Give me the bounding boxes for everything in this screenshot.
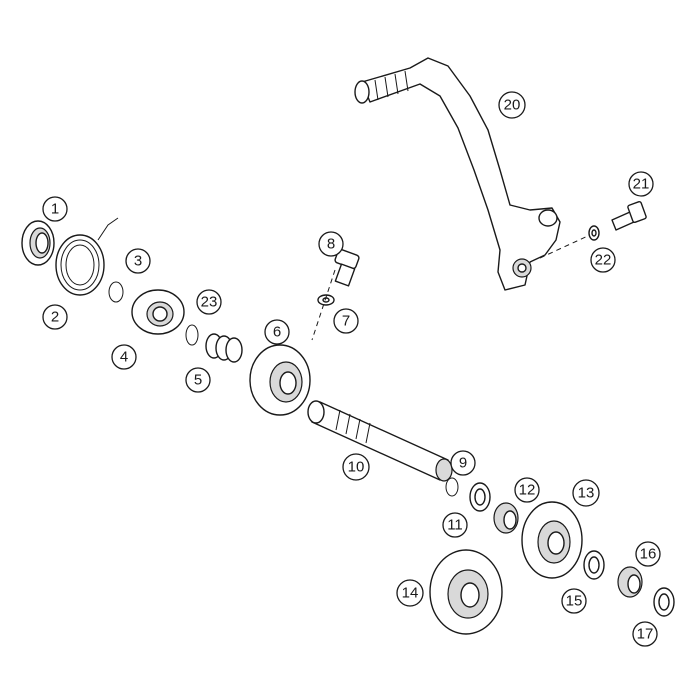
callout-label: 11 xyxy=(447,517,463,534)
callout-label: 9 xyxy=(459,455,467,472)
callout-label: 23 xyxy=(201,294,218,311)
lever-bolt xyxy=(611,201,647,231)
callout-9: 9 xyxy=(450,450,476,476)
washer-15 xyxy=(583,550,605,580)
callout-label: 7 xyxy=(342,313,350,330)
callout-label: 13 xyxy=(578,485,595,502)
callout-6: 6 xyxy=(264,319,290,345)
callout-label: 6 xyxy=(273,324,281,341)
callout-label: 1 xyxy=(51,201,59,218)
leader-line-lever xyxy=(539,234,591,259)
callout-label: 10 xyxy=(348,459,365,476)
callout-17: 17 xyxy=(632,621,658,647)
screw-8 xyxy=(334,248,360,287)
callout-8: 8 xyxy=(318,231,344,257)
kick-gear-14 xyxy=(429,549,503,635)
callout-3: 3 xyxy=(125,248,151,274)
circlip-23 xyxy=(185,324,199,346)
callout-10: 10 xyxy=(342,453,370,481)
callout-4: 4 xyxy=(111,344,137,370)
spring-5 xyxy=(205,333,243,363)
callout-label: 12 xyxy=(519,482,536,499)
callout-label: 20 xyxy=(504,97,521,114)
return-spring xyxy=(55,217,119,296)
callout-label: 16 xyxy=(640,546,657,563)
kick-shaft xyxy=(307,400,453,482)
washer-22 xyxy=(588,225,600,241)
callout-label: 4 xyxy=(120,349,128,366)
callout-12: 12 xyxy=(514,477,540,503)
circlip-9 xyxy=(445,477,459,497)
callout-label: 5 xyxy=(194,372,202,389)
callout-2: 2 xyxy=(42,304,68,330)
ratchet-gear xyxy=(249,344,311,416)
callout-13: 13 xyxy=(572,479,600,507)
kick-lever xyxy=(354,57,561,291)
callout-11: 11 xyxy=(442,512,468,538)
callout-label: 17 xyxy=(637,626,654,643)
idler-gear-13 xyxy=(521,501,583,579)
callout-5: 5 xyxy=(185,367,211,393)
spring-holder xyxy=(131,289,185,335)
callout-label: 3 xyxy=(134,253,142,270)
callout-label: 2 xyxy=(51,309,59,326)
washer-11 xyxy=(469,482,491,512)
callout-1: 1 xyxy=(42,196,68,222)
washer-7 xyxy=(317,294,335,306)
needle-bearing-16 xyxy=(617,566,643,598)
circlip-3 xyxy=(108,281,124,303)
callout-label: 21 xyxy=(633,176,650,193)
needle-bearing-12 xyxy=(493,502,519,534)
callout-16: 16 xyxy=(635,541,661,567)
callout-21: 21 xyxy=(628,171,654,197)
callout-15: 15 xyxy=(561,588,587,614)
callout-label: 14 xyxy=(402,585,419,602)
callout-label: 15 xyxy=(566,593,583,610)
callout-23: 23 xyxy=(196,289,222,315)
callout-7: 7 xyxy=(333,308,359,334)
callout-20: 20 xyxy=(498,91,526,119)
callout-label: 8 xyxy=(327,236,335,253)
callout-14: 14 xyxy=(396,579,424,607)
callout-label: 22 xyxy=(595,252,612,269)
washer-17 xyxy=(653,587,675,617)
callout-22: 22 xyxy=(590,247,616,273)
leader-line-screw xyxy=(311,269,336,341)
seal-ring xyxy=(21,220,55,266)
